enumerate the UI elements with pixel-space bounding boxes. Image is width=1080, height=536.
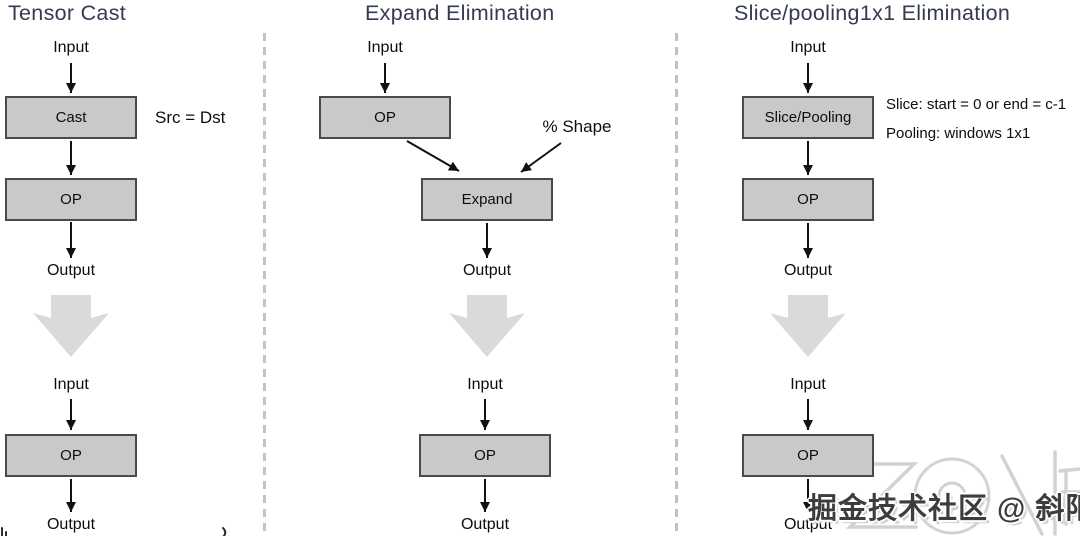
condition-note-pooling: Pooling: windows 1x1 [886, 125, 1031, 142]
node-box-op: OP [5, 434, 137, 477]
output-label: Output [460, 516, 510, 533]
flow-arrow-diagonal [520, 142, 562, 173]
input-label: Input [790, 39, 826, 56]
node-box-op: OP [742, 434, 874, 477]
output-label: Output [783, 516, 833, 533]
cutoff-marks [1, 527, 227, 536]
background-watermark-shapes [845, 450, 1080, 536]
condition-note-src-dst: Src = Dst [155, 108, 226, 127]
node-box-op: OP [319, 96, 451, 139]
transform-arrow-icon [770, 295, 846, 357]
column-title-tensor-cast: Tensor Cast [8, 1, 127, 25]
input-label: Input [53, 39, 89, 56]
node-box-op: OP [742, 178, 874, 221]
node-box-cast: Cast [5, 96, 137, 139]
condition-note-slice: Slice: start = 0 or end = c-1 [886, 96, 1067, 113]
transform-arrow-icon [449, 295, 525, 357]
transform-arrow-icon [33, 295, 109, 357]
input-label: Input [367, 39, 403, 56]
output-label: Output [462, 262, 512, 279]
node-box-op: OP [419, 434, 551, 477]
output-label: Output [46, 516, 96, 533]
node-box-expand: Expand [421, 178, 553, 221]
input-label: Input [53, 376, 89, 393]
output-label: Output [783, 262, 833, 279]
watermark-text: 掘金技术社区 @ 斜阳1 [808, 493, 1080, 525]
input-label: Input [467, 376, 503, 393]
flow-arrow-diagonal [406, 140, 460, 172]
column-title-expand-elimination: Expand Elimination [365, 1, 555, 25]
node-box-op: OP [5, 178, 137, 221]
column-title-slice-pooling-elimination: Slice/pooling1x1 Elimination [734, 1, 1011, 25]
flow-arrows-column-2 [380, 63, 562, 512]
condition-note-shape: % Shape [542, 117, 612, 136]
input-label: Input [790, 376, 826, 393]
output-label: Output [46, 262, 96, 279]
node-box-slice-pooling: Slice/Pooling [742, 96, 874, 139]
